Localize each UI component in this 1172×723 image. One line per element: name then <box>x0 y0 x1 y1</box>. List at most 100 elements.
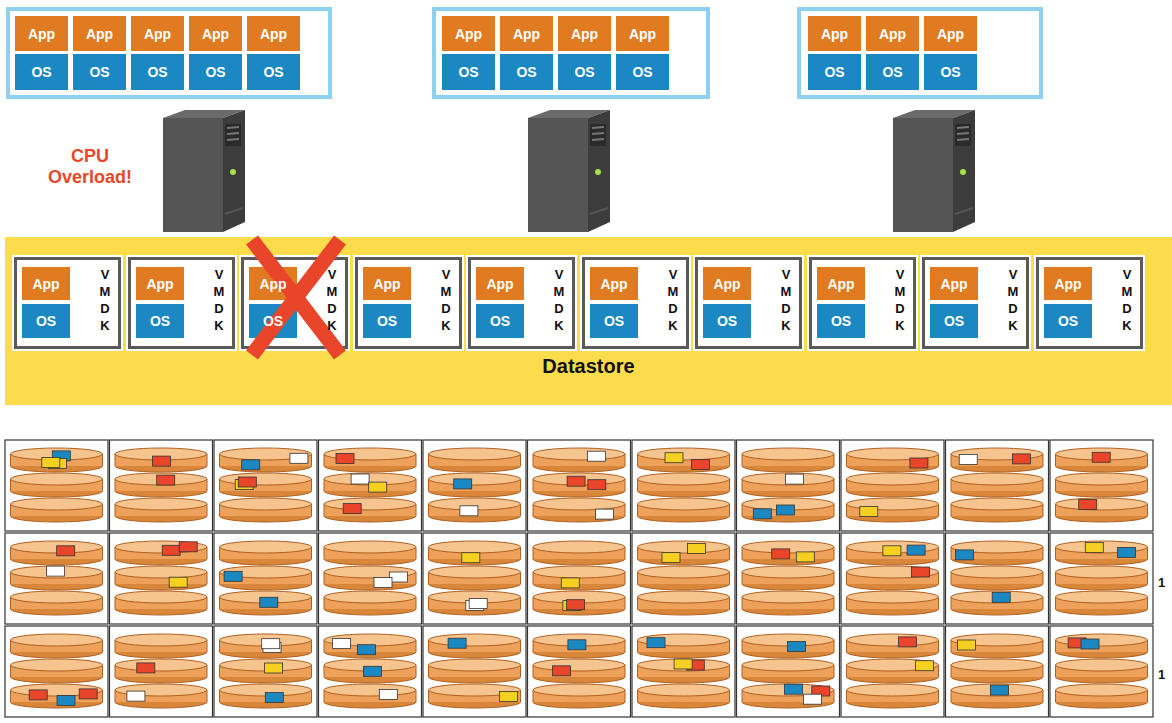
disk-cell <box>1050 626 1153 717</box>
line-shape <box>637 665 638 677</box>
ellipse-shape <box>1056 591 1148 603</box>
line-shape <box>115 479 116 491</box>
line-shape <box>520 572 521 584</box>
os-layer: OS <box>589 303 639 339</box>
app-layer: App <box>72 15 127 52</box>
line-shape <box>1055 597 1056 609</box>
line-shape <box>520 690 521 702</box>
app-layer: App <box>362 266 412 301</box>
data-block <box>910 458 928 468</box>
disk-cell <box>5 533 108 624</box>
line-shape <box>834 454 835 466</box>
line-shape <box>311 454 312 466</box>
data-block <box>336 453 354 463</box>
line-shape <box>1055 454 1056 466</box>
line-shape <box>311 690 312 702</box>
layer-label: OS <box>574 64 594 80</box>
line-shape <box>219 665 220 677</box>
line-shape <box>846 547 847 559</box>
os-layer: OS <box>557 53 612 91</box>
line-shape <box>846 597 847 609</box>
line-shape <box>637 547 638 559</box>
ellipse-shape <box>115 473 207 485</box>
disk-cell <box>528 626 631 717</box>
layer-label: OS <box>263 64 283 80</box>
file-type-label: V M D K <box>666 266 680 334</box>
layer-label: App <box>940 276 967 292</box>
os-layer: OS <box>929 303 979 339</box>
layer-label: OS <box>604 313 624 329</box>
line-shape <box>219 597 220 609</box>
layer-label: OS <box>89 64 109 80</box>
disk-cell <box>737 440 840 531</box>
disk-cell <box>214 533 317 624</box>
line-shape <box>10 454 11 466</box>
line-shape <box>533 479 534 491</box>
data-block <box>29 690 47 700</box>
line-shape <box>742 690 743 702</box>
layer-label: App <box>202 26 229 42</box>
ellipse-shape <box>324 591 416 603</box>
ellipse-shape <box>951 473 1043 485</box>
line-shape <box>207 572 208 584</box>
line-shape <box>102 640 103 652</box>
app-layer: App <box>499 15 554 52</box>
line-shape <box>428 690 429 702</box>
layer-label: OS <box>205 64 225 80</box>
line-shape <box>637 454 638 466</box>
line-shape <box>834 504 835 516</box>
line-shape <box>219 690 220 702</box>
data-block <box>265 663 283 673</box>
line-shape <box>951 547 952 559</box>
line-shape <box>324 690 325 702</box>
disk-cell <box>423 626 526 717</box>
vm-file: V M D KAppOS <box>582 257 689 349</box>
line-shape <box>533 640 534 652</box>
ellipse-shape <box>847 684 939 696</box>
ellipse-shape <box>324 684 416 696</box>
line-shape <box>428 479 429 491</box>
os-layer: OS <box>499 53 554 91</box>
line-shape <box>846 504 847 516</box>
app-layer: App <box>615 15 670 52</box>
data-block <box>860 506 878 516</box>
line-shape <box>428 640 429 652</box>
ellipse-shape <box>429 566 521 578</box>
data-block <box>260 597 278 607</box>
line-shape <box>102 504 103 516</box>
data-block <box>955 550 973 560</box>
line-shape <box>637 597 638 609</box>
data-block <box>674 659 692 669</box>
line-shape <box>324 640 325 652</box>
os-layer: OS <box>615 53 670 91</box>
line-shape <box>742 547 743 559</box>
layer-label: App <box>513 26 540 42</box>
data-block <box>374 578 392 588</box>
layer-label: App <box>146 276 173 292</box>
app-layer: App <box>130 15 185 52</box>
ellipse-shape <box>742 566 834 578</box>
line-shape <box>729 572 730 584</box>
line-shape <box>520 454 521 466</box>
app-layer: App <box>188 15 243 52</box>
disk-cell <box>110 440 213 531</box>
line-shape <box>102 454 103 466</box>
os-layer: OS <box>1043 303 1093 339</box>
ellipse-shape <box>1056 684 1148 696</box>
line-shape <box>219 640 220 652</box>
ellipse-shape <box>429 634 521 646</box>
data-block <box>179 542 197 552</box>
ellipse-shape <box>324 498 416 510</box>
line-shape <box>938 504 939 516</box>
app-layer: App <box>14 15 69 52</box>
line-shape <box>846 479 847 491</box>
os-layer: OS <box>923 53 978 91</box>
line-shape <box>115 597 116 609</box>
line-shape <box>729 640 730 652</box>
line-shape <box>428 504 429 516</box>
app-layer: App <box>475 266 525 301</box>
line-shape <box>311 572 312 584</box>
line-shape <box>227 133 239 134</box>
disk-cell <box>841 626 944 717</box>
data-block <box>1118 547 1136 557</box>
